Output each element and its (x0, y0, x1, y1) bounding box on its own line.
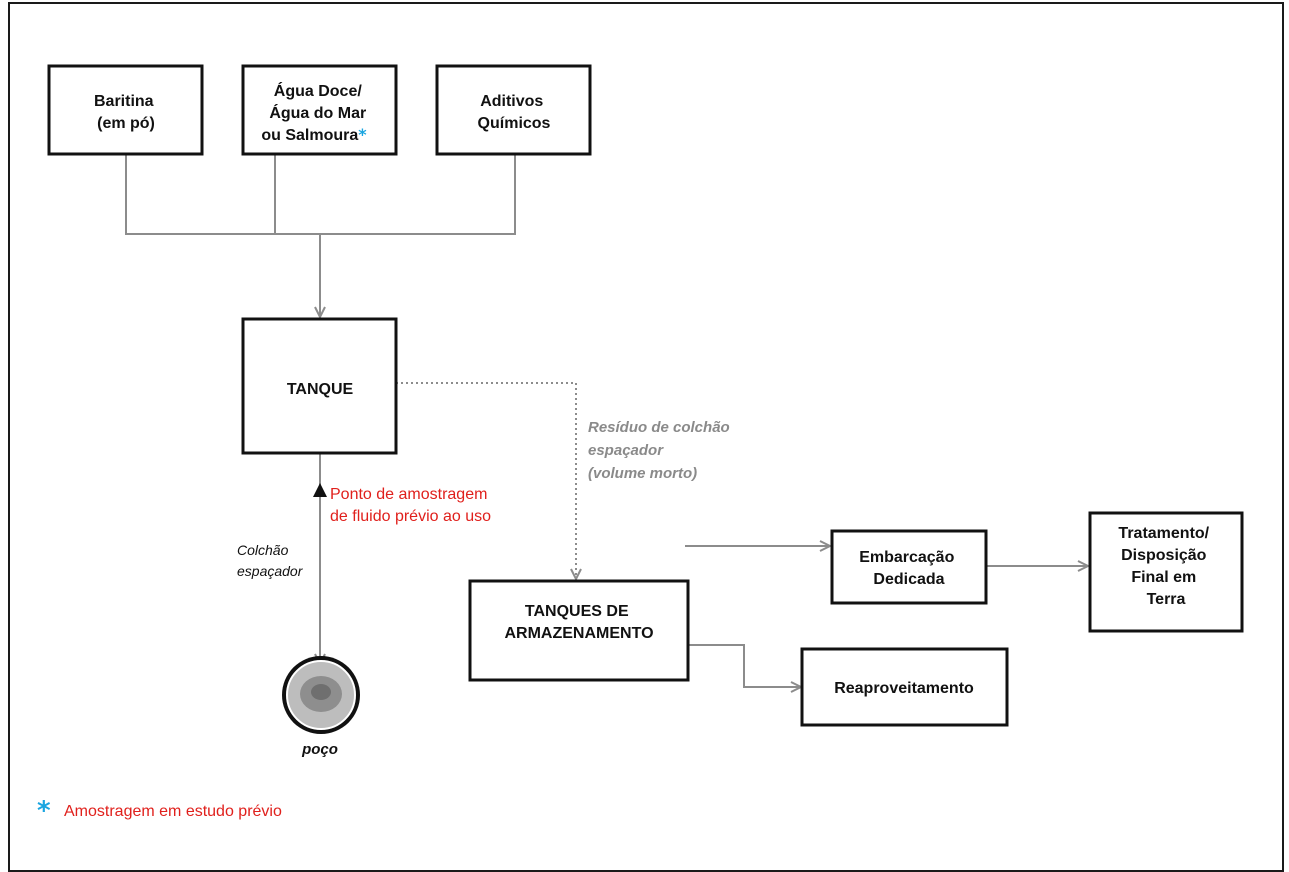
box-agua (241, 64, 398, 156)
arrow-armazenamento-to-reaproveitamento (688, 644, 801, 687)
box-tratamento (1088, 511, 1244, 633)
box-tanques-armazenamento-label: TANQUES DE ARMAZENAMENTO (504, 603, 653, 642)
footnote-asterisk-icon: * (37, 796, 51, 826)
box-tanques-armazenamento (468, 579, 690, 682)
box-reaproveitamento-label: Reaproveitamento (834, 680, 974, 697)
footnote: * Amostragem em estudo prévio (37, 796, 282, 826)
box-embarcacao (830, 529, 988, 605)
box-aditivos (435, 64, 592, 156)
residuo-note: Resíduo de colchão espaçador (volume mor… (588, 419, 734, 482)
asterisk-icon: * (358, 125, 367, 144)
footnote-text: Amostragem em estudo prévio (64, 803, 282, 820)
box-reaproveitamento (800, 647, 1009, 727)
well-icon (282, 656, 360, 734)
box-tratamento-label: Tratamento/ Disposição Final em Terra (1118, 525, 1213, 608)
sampling-point-note: Ponto de amostragem de fluido prévio ao … (330, 486, 492, 525)
flow-diagram: Baritina (em pó) Água Doce/ Água do Mar … (37, 64, 1244, 826)
box-tanque-label: TANQUE (287, 381, 354, 398)
sampling-point-marker (313, 483, 327, 497)
connectors (125, 154, 1088, 687)
boxes (47, 64, 1244, 727)
box-tanque (241, 317, 398, 455)
box-baritina-label: Baritina (em pó) (94, 93, 158, 132)
box-aditivos-label: Aditivos Químicos (478, 93, 551, 132)
dotted-connector-tanque-to-armazenamento (396, 382, 576, 579)
poco-label: poço (301, 741, 338, 758)
box-embarcacao-label: Embarcação Dedicada (859, 549, 959, 588)
box-baritina (47, 64, 204, 156)
box-agua-label: Água Doce/ Água do Mar ou Salmoura* (261, 81, 370, 144)
colchao-note: Colchão espaçador (237, 542, 304, 579)
